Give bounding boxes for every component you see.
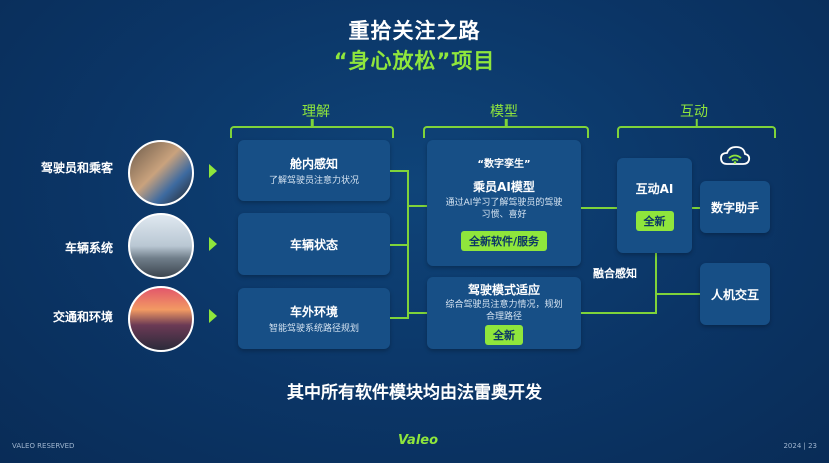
- occupant-ai-model-desc-2: 习惯、喜好: [481, 210, 527, 220]
- footer-page-number: 2024 | 23: [783, 442, 817, 450]
- occupants-photo: [128, 140, 194, 206]
- connector-line: [407, 205, 427, 207]
- vehicle-state-title: 车辆状态: [289, 237, 338, 252]
- occupant-ai-model-box: “数字孪生” 乘员AI模型 通过AI学习了解驾驶员的驾驶 习惯、喜好 全新软件/…: [427, 140, 581, 266]
- environment-photo: [128, 286, 194, 352]
- arrow-right-icon: [209, 164, 217, 178]
- bracket-model: [423, 126, 589, 138]
- drive-mode-desc-2: 合理路径: [485, 312, 522, 322]
- exterior-env-title: 车外环境: [289, 304, 338, 319]
- new-software-badge: 全新软件/服务: [460, 231, 548, 251]
- drive-mode-title: 驾驶模式适应: [467, 283, 540, 297]
- fusion-sensing-label: 融合感知: [593, 267, 637, 280]
- hmi-box: 人机交互: [700, 263, 770, 325]
- bottom-note: 其中所有软件模块均由法雷奥开发: [287, 383, 542, 403]
- connector-line: [407, 170, 409, 319]
- column-title-interact: 互动: [680, 104, 708, 120]
- valeo-logo: Valeo: [398, 433, 439, 448]
- connector-line: [390, 317, 408, 319]
- interactive-ai-title: 互动AI: [635, 182, 674, 196]
- page-title: 重拾关注之路: [348, 19, 481, 43]
- row-label-vehicle: 车辆系统: [64, 241, 113, 255]
- page-subtitle: “身心放松”项目: [333, 49, 496, 73]
- connector-line: [692, 207, 700, 209]
- cabin-sensing-desc: 了解驾驶员注意力状况: [268, 175, 359, 186]
- connector-line: [407, 312, 427, 314]
- arrow-right-icon: [209, 237, 217, 251]
- column-title-model: 模型: [490, 104, 518, 120]
- connector-line: [581, 312, 656, 314]
- footer-reserved: VALEO RESERVED: [12, 442, 75, 450]
- connector-line: [581, 207, 617, 209]
- cabin-sensing-title: 舱内感知: [289, 156, 338, 171]
- hmi-title: 人机交互: [710, 287, 759, 302]
- digital-assistant-title: 数字助手: [710, 200, 759, 215]
- occupant-ai-model-desc-1: 通过AI学习了解驾驶员的驾驶: [445, 198, 563, 208]
- connector-line: [655, 253, 657, 314]
- row-label-environment: 交通和环境: [52, 310, 113, 324]
- drive-mode-desc-1: 综合驾驶员注意力情况，规划: [445, 300, 563, 310]
- occupant-ai-model-title: 乘员AI模型: [473, 180, 535, 194]
- connector-line: [390, 170, 408, 172]
- new-badge: 全新: [635, 211, 674, 231]
- arrow-right-icon: [209, 309, 217, 323]
- bracket-interact: [617, 126, 776, 138]
- vehicle-photo: [128, 213, 194, 279]
- column-title-understand: 理解: [302, 104, 330, 120]
- digital-twin-tag: “数字孪生”: [477, 159, 531, 170]
- row-label-occupants: 驾驶员和乘客: [40, 161, 113, 175]
- connector-line: [655, 293, 700, 295]
- cloud-wifi-icon: [719, 144, 751, 168]
- new-badge: 全新: [485, 325, 523, 345]
- drive-mode-box: 驾驶模式适应 综合驾驶员注意力情况，规划 合理路径 全新: [427, 277, 581, 349]
- interactive-ai-box: 互动AI 全新: [617, 158, 692, 253]
- connector-line: [390, 244, 408, 246]
- cabin-sensing-box: 舱内感知 了解驾驶员注意力状况: [238, 140, 390, 201]
- exterior-env-box: 车外环境 智能驾驶系统路径规划: [238, 288, 390, 349]
- bracket-understand: [230, 126, 394, 138]
- digital-assistant-box: 数字助手: [700, 181, 770, 233]
- exterior-env-desc: 智能驾驶系统路径规划: [268, 323, 359, 334]
- vehicle-state-box: 车辆状态: [238, 213, 390, 275]
